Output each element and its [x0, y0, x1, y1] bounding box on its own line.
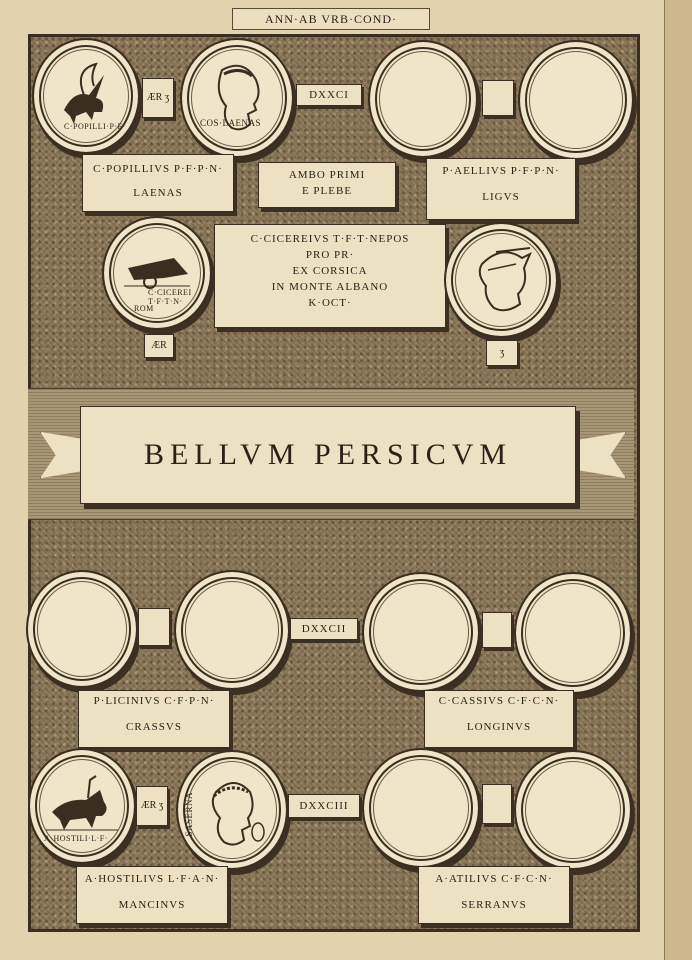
title-plate: BELLVM PERSICVM: [80, 406, 576, 504]
pegasus-icon: [64, 62, 104, 124]
tablet-aellius: P·AELLIVS P·F·P·N· LIGVS: [426, 158, 576, 220]
date-label-3: DXXCIII: [288, 794, 360, 818]
tablet-hostilius: A·HOSTILIVS L·F·A·N· MANCINVS: [76, 866, 228, 924]
horseman-icon: [46, 775, 118, 831]
chariot-icon: [124, 258, 190, 289]
coin-helmeted-head: [444, 222, 558, 338]
female-head-icon: [217, 64, 260, 131]
coin-blank-2: [518, 40, 634, 160]
coin-saserna-head: SASERNA: [176, 750, 288, 870]
tablet-cassius: C·CASSIVS C·F·C·N· LONGINVS: [424, 690, 574, 748]
coin-popillius-pegasus: C·POPILLI·P·F·: [32, 38, 140, 154]
mark-right: ʒ: [486, 340, 518, 366]
tablet-popillius: C·POPILLIVS P·F·P·N· LAENAS: [82, 154, 234, 212]
tablet-ambo-primi: AMBO PRIMI E PLEBE: [258, 162, 396, 208]
tablet-cicereius: C·CICEREIVS T·F·T·NEPOS PRO PR· EX CORSI…: [214, 224, 446, 328]
coin-legend: COS·LAENAS: [200, 118, 262, 128]
coin-blank-4: [174, 570, 290, 690]
coin-legend: C·CICEREI T·F·T·N·: [148, 288, 192, 306]
coin-blank-5: [362, 572, 480, 692]
coin-roma: ROM: [134, 304, 154, 313]
coin-cicereius-chariot: C·CICEREI T·F·T·N· ROM: [102, 216, 212, 330]
coin-blank-3: [26, 570, 138, 688]
coin-blank-7: [362, 748, 480, 868]
coin-hostilius-rider: A·HOSTILI·L·F·: [28, 748, 136, 864]
coin-laenas-head: COS·LAENAS: [180, 38, 294, 158]
connector-2: [138, 608, 170, 646]
tablet-licinius: P·LICINIVS C·F·P·N· CRASSVS: [78, 690, 230, 748]
tablet-atilius: A·ATILIVS C·F·C·N· SERRANVS: [418, 866, 570, 924]
connector-3: [482, 612, 512, 648]
coin-legend: A·HOSTILI·L·F·: [44, 834, 108, 843]
coin-blank-8: [514, 750, 632, 870]
header-label: ANN·AB VRB·COND·: [232, 8, 430, 30]
date-label-1: DXXCI: [296, 84, 362, 106]
page-edge: [664, 0, 692, 960]
laureate-head-icon: [211, 782, 265, 846]
coin-legend: SASERNA: [184, 792, 194, 837]
mark-ar-3: ÆR ʒ: [136, 786, 168, 826]
mark-ar-2: ÆR: [144, 334, 174, 358]
helmeted-head-icon: [478, 247, 532, 312]
coin-blank-6: [514, 572, 632, 694]
page-title: BELLVM PERSICVM: [143, 438, 513, 471]
coin-legend: C·POPILLI·P·F·: [64, 122, 126, 131]
connector-1: [482, 80, 514, 116]
date-label-2: DXXCII: [290, 618, 358, 640]
mark-ar-1: ÆR ʒ: [142, 78, 174, 118]
connector-4: [482, 784, 512, 824]
coin-blank-1: [368, 40, 478, 158]
